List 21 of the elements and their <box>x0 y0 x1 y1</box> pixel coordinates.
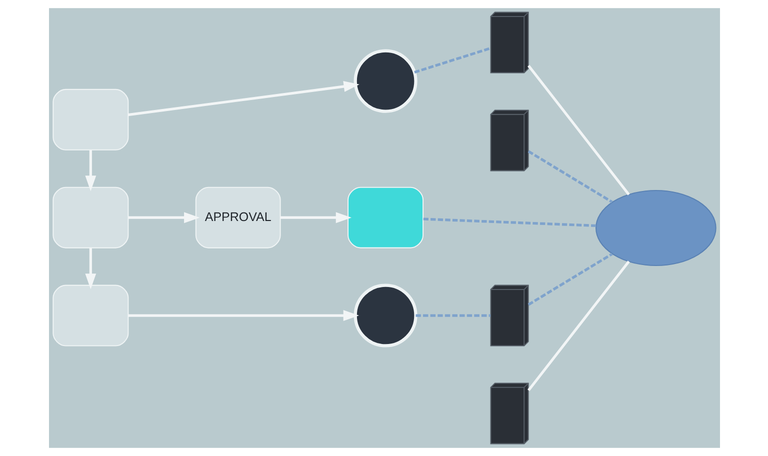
connector <box>527 260 630 392</box>
connector <box>422 218 596 228</box>
connector <box>415 314 490 317</box>
node-circle <box>353 49 417 113</box>
node-box: APPROVAL <box>194 186 280 248</box>
node-box <box>347 186 424 248</box>
node-box <box>52 88 128 150</box>
arrow <box>128 81 359 116</box>
node-cloud <box>595 190 716 266</box>
node-circle <box>353 284 417 348</box>
arrow <box>84 248 96 290</box>
arrow <box>128 310 358 321</box>
arrow <box>84 150 96 192</box>
arrow <box>280 212 352 224</box>
node-box <box>52 186 128 248</box>
arrow <box>128 212 200 224</box>
node-box <box>52 284 128 346</box>
connector <box>527 150 612 204</box>
connector <box>527 64 630 196</box>
connector <box>527 252 612 306</box>
connector <box>414 47 490 74</box>
